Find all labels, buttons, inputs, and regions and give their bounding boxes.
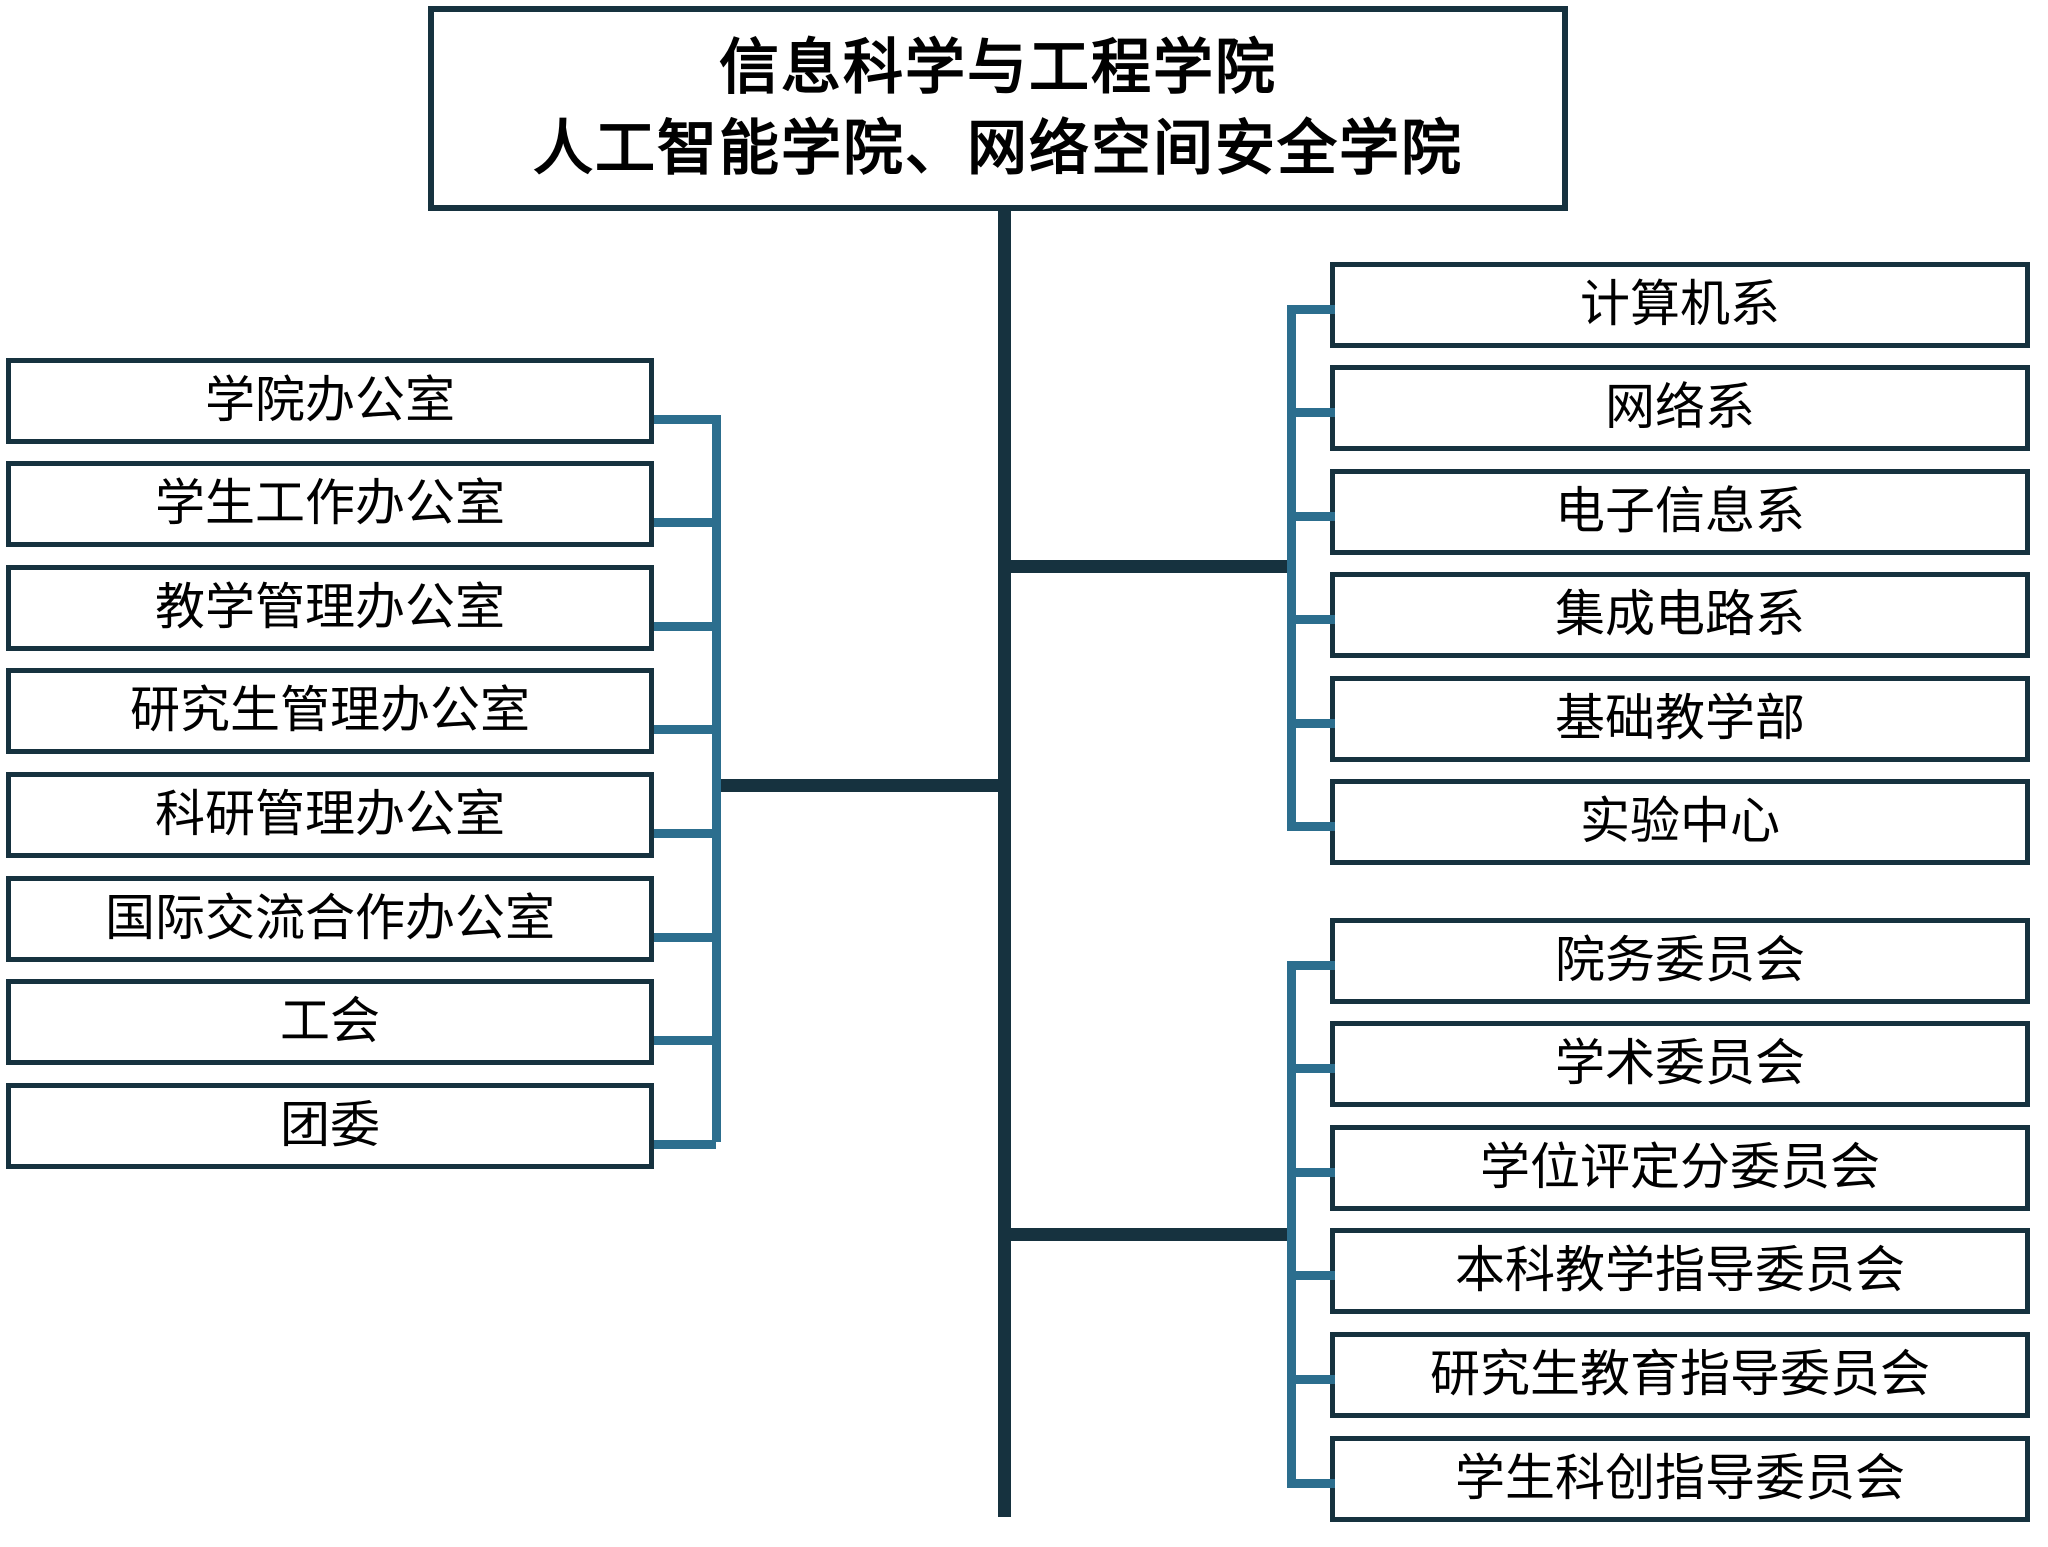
- stub-admin-3: [654, 725, 716, 734]
- node-committee-1[interactable]: 学术委员会: [1330, 1021, 2030, 1107]
- node-department-4[interactable]: 基础教学部: [1330, 676, 2030, 762]
- node-admin-0-label: 学院办公室: [205, 371, 455, 430]
- node-committee-5-label: 学生科创指导委员会: [1455, 1449, 1905, 1508]
- branch-rail-admin: [712, 415, 721, 1142]
- node-committee-0-label: 院务委员会: [1555, 931, 1805, 990]
- node-department-0-label: 计算机系: [1580, 275, 1780, 334]
- node-department-3-label: 集成电路系: [1555, 585, 1805, 644]
- node-department-5-label: 实验中心: [1580, 792, 1780, 851]
- stub-committee-2: [1287, 1168, 1335, 1177]
- stub-committee-1: [1287, 1064, 1335, 1073]
- stub-department-1: [1287, 408, 1335, 417]
- node-department-2[interactable]: 电子信息系: [1330, 469, 2030, 555]
- node-admin-4[interactable]: 科研管理办公室: [6, 772, 654, 858]
- node-department-1[interactable]: 网络系: [1330, 365, 2030, 451]
- stub-department-3: [1287, 615, 1335, 624]
- stub-committee-0: [1287, 961, 1335, 970]
- root-node-college[interactable]: 信息科学与工程学院人工智能学院、网络空间安全学院: [428, 6, 1568, 211]
- stub-committee-4: [1287, 1375, 1335, 1384]
- node-admin-7-label: 团委: [280, 1096, 380, 1155]
- node-committee-1-label: 学术委员会: [1555, 1034, 1805, 1093]
- stub-admin-4: [654, 829, 716, 838]
- node-department-4-label: 基础教学部: [1555, 689, 1805, 748]
- stub-admin-5: [654, 933, 716, 942]
- trunk-horizontal-right-departments: [998, 560, 1296, 573]
- stub-department-4: [1287, 719, 1335, 728]
- node-admin-1[interactable]: 学生工作办公室: [6, 461, 654, 547]
- trunk-horizontal-left-admin: [712, 779, 1004, 792]
- node-admin-6[interactable]: 工会: [6, 979, 654, 1065]
- node-admin-0[interactable]: 学院办公室: [6, 358, 654, 444]
- node-admin-7[interactable]: 团委: [6, 1083, 654, 1169]
- node-admin-6-label: 工会: [280, 992, 380, 1051]
- node-department-1-label: 网络系: [1605, 378, 1755, 437]
- node-admin-3[interactable]: 研究生管理办公室: [6, 668, 654, 754]
- trunk-vertical-main: [998, 211, 1011, 1517]
- node-admin-2[interactable]: 教学管理办公室: [6, 565, 654, 651]
- root-node-label: 信息科学与工程学院人工智能学院、网络空间安全学院: [434, 28, 1562, 190]
- stub-admin-1: [654, 518, 716, 527]
- node-admin-3-label: 研究生管理办公室: [130, 681, 530, 740]
- node-committee-4[interactable]: 研究生教育指导委员会: [1330, 1332, 2030, 1418]
- stub-admin-0: [654, 415, 716, 424]
- stub-department-5: [1287, 822, 1335, 831]
- node-admin-2-label: 教学管理办公室: [155, 578, 505, 637]
- node-admin-5-label: 国际交流合作办公室: [105, 889, 555, 948]
- node-department-2-label: 电子信息系: [1555, 482, 1805, 541]
- node-department-3[interactable]: 集成电路系: [1330, 572, 2030, 658]
- node-committee-3[interactable]: 本科教学指导委员会: [1330, 1228, 2030, 1314]
- stub-admin-7: [654, 1140, 716, 1149]
- stub-admin-2: [654, 622, 716, 631]
- node-department-0[interactable]: 计算机系: [1330, 262, 2030, 348]
- trunk-horizontal-right-committees: [998, 1228, 1296, 1241]
- node-committee-2[interactable]: 学位评定分委员会: [1330, 1125, 2030, 1211]
- node-admin-5[interactable]: 国际交流合作办公室: [6, 876, 654, 962]
- stub-department-2: [1287, 512, 1335, 521]
- root-line-2: 人工智能学院、网络空间安全学院: [533, 113, 1463, 184]
- node-admin-1-label: 学生工作办公室: [155, 474, 505, 533]
- stub-committee-5: [1287, 1479, 1335, 1488]
- node-committee-5[interactable]: 学生科创指导委员会: [1330, 1436, 2030, 1522]
- node-department-5[interactable]: 实验中心: [1330, 779, 2030, 865]
- stub-admin-6: [654, 1036, 716, 1045]
- branch-rail-committees: [1287, 961, 1296, 1480]
- node-committee-2-label: 学位评定分委员会: [1480, 1138, 1880, 1197]
- node-committee-4-label: 研究生教育指导委员会: [1430, 1345, 1930, 1404]
- node-committee-3-label: 本科教学指导委员会: [1455, 1241, 1905, 1300]
- root-line-1: 信息科学与工程学院: [719, 32, 1277, 103]
- stub-committee-3: [1287, 1271, 1335, 1280]
- stub-department-0: [1287, 305, 1335, 314]
- node-admin-4-label: 科研管理办公室: [155, 785, 505, 844]
- node-committee-0[interactable]: 院务委员会: [1330, 918, 2030, 1004]
- branch-rail-departments: [1287, 305, 1296, 822]
